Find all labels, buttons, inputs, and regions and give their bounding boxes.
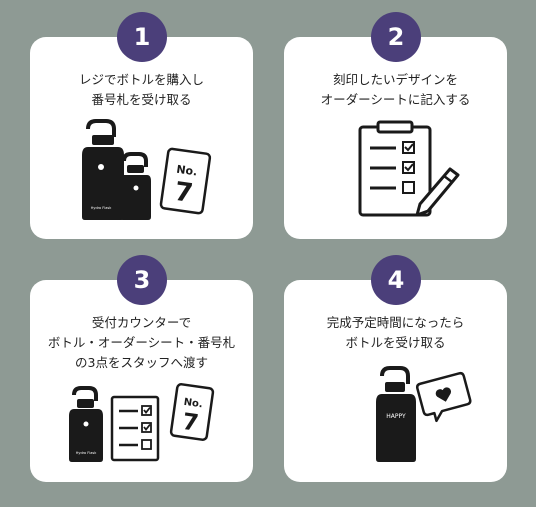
step-2-title: 刻印したいデザインを オーダーシートに記入する [320,72,471,107]
number-card-icon: No. 7 [159,147,212,215]
step-badge-1: 1 [117,12,167,62]
card-no-text: No. [183,397,203,411]
step-card-3: 受付カウンターで ボトル・オーダーシート・番号札 の3点をスタッフへ渡す Hyd… [30,280,253,482]
step-4-title: 完成予定時間になったら ボトルを受け取る [326,315,465,350]
step-card-1: レジでボトルを購入し 番号札を受け取る Hydro Flask No. 7 [30,37,253,239]
step-1-title: レジでボトルを購入し 番号札を受け取る [78,72,204,107]
card-number-text: 7 [173,177,195,209]
step-2-illustration [358,120,460,217]
clipboard-checklist-icon [358,120,432,217]
engraving-text: HAPPY [386,413,406,420]
step-4-illustration: HAPPY [376,366,472,462]
number-card-icon: No. 7 [169,383,215,441]
card-number-text: 7 [181,409,200,437]
step-badge-4: 4 [371,255,421,305]
heart-speech-bubble-icon [415,371,472,423]
step-card-4: 完成予定時間になったら ボトルを受け取る HAPPY [284,280,507,482]
bottle-icon: Hydro Flask [82,119,124,220]
checklist-icon [110,395,160,462]
bottle-label: Hydro Flask [91,206,112,210]
step-1-illustration: Hydro Flask No. 7 [82,119,212,220]
bottle-icon: HAPPY [376,366,416,462]
step-badge-3: 3 [117,255,167,305]
pencil-icon [415,167,460,217]
step-3-illustration: Hydro Flask No. 7 [69,383,215,462]
bottle-icon: Hydro Flask [69,386,103,462]
step-badge-2: 2 [371,12,421,62]
small-bottle-icon [120,152,151,220]
step-card-2: 刻印したいデザインを オーダーシートに記入する [284,37,507,239]
card-no-text: No. [176,163,199,179]
bottle-label: Hydro Flask [76,451,97,455]
step-3-title: 受付カウンターで ボトル・オーダーシート・番号札 の3点をスタッフへ渡す [47,315,236,370]
